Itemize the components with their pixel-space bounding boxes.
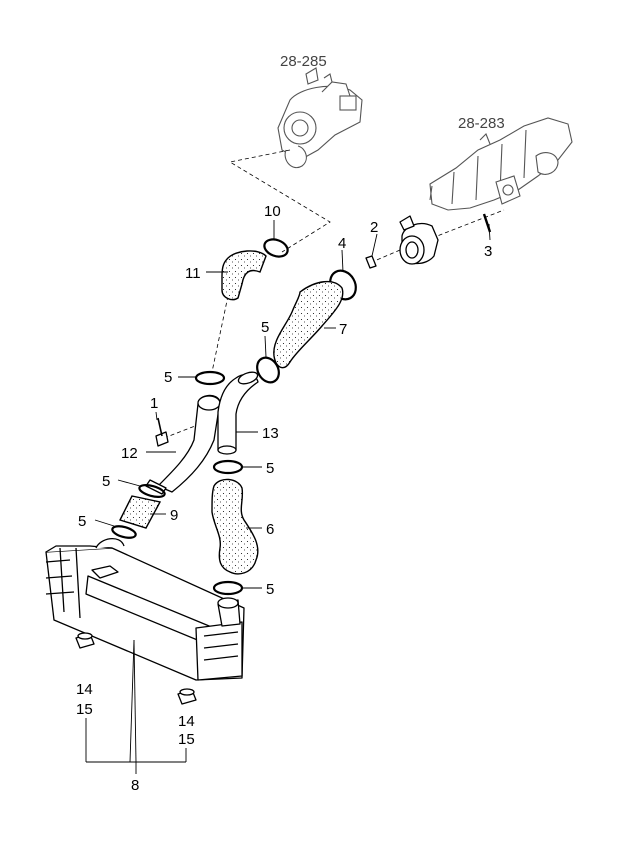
callout-4: 4	[338, 235, 346, 252]
callout-5-e: 5	[78, 513, 86, 530]
callout-13: 13	[262, 425, 279, 442]
callout-14-left: 14	[76, 681, 93, 698]
svg-text:28-285: 28-285	[280, 53, 327, 70]
clamp-part-10	[263, 220, 289, 258]
clamp-part-5-lower-right	[212, 580, 262, 596]
throttle-housing	[399, 215, 439, 265]
bracket-leader-8	[85, 639, 187, 774]
hose-part-7	[273, 281, 344, 369]
callout-5-f: 5	[266, 581, 274, 598]
clamp-part-5-mid-left	[117, 479, 166, 498]
svg-text:28-283: 28-283	[458, 115, 505, 132]
mount-left	[75, 632, 95, 649]
callout-14-right: 14	[178, 713, 195, 730]
hose-part-6	[211, 478, 262, 575]
callout-9: 9	[170, 507, 178, 524]
hose-part-11	[206, 250, 267, 301]
callout-5-d: 5	[102, 473, 110, 490]
clamp-part-5-lower-left	[94, 519, 137, 539]
bolt-part-2	[365, 233, 378, 269]
callout-ref-turbo: 28-285	[280, 53, 327, 70]
callout-7: 7	[339, 321, 347, 338]
callout-15-left: 15	[76, 701, 93, 718]
intercooler-part-8	[45, 538, 245, 681]
stud-part-3	[482, 213, 492, 241]
assembly-guide-lines	[163, 149, 505, 439]
exhaust-manifold-reference	[429, 117, 573, 211]
callout-6: 6	[266, 521, 274, 538]
hose-part-9	[119, 495, 166, 529]
callout-5-a: 5	[261, 319, 269, 336]
turbocharger-reference	[277, 67, 363, 168]
callout-12: 12	[121, 445, 138, 462]
callout-2: 2	[370, 219, 378, 236]
pipe-part-13	[217, 371, 259, 455]
clamp-part-5-upper-left	[178, 370, 226, 386]
callout-1: 1	[150, 395, 158, 412]
clamp-part-5-mid-right	[212, 459, 262, 475]
mount-right	[177, 688, 197, 705]
bolt-part-1	[155, 411, 169, 447]
callout-11: 11	[185, 265, 201, 282]
clamp-part-5-upper-right	[256, 335, 280, 384]
callout-10: 10	[264, 203, 281, 220]
callout-15-right: 15	[178, 731, 195, 748]
callout-8: 8	[131, 777, 139, 794]
callout-ref-manifold: 28-283	[458, 115, 505, 132]
callout-5-c: 5	[266, 460, 274, 477]
callout-5-b: 5	[164, 369, 172, 386]
callout-3: 3	[484, 243, 492, 260]
